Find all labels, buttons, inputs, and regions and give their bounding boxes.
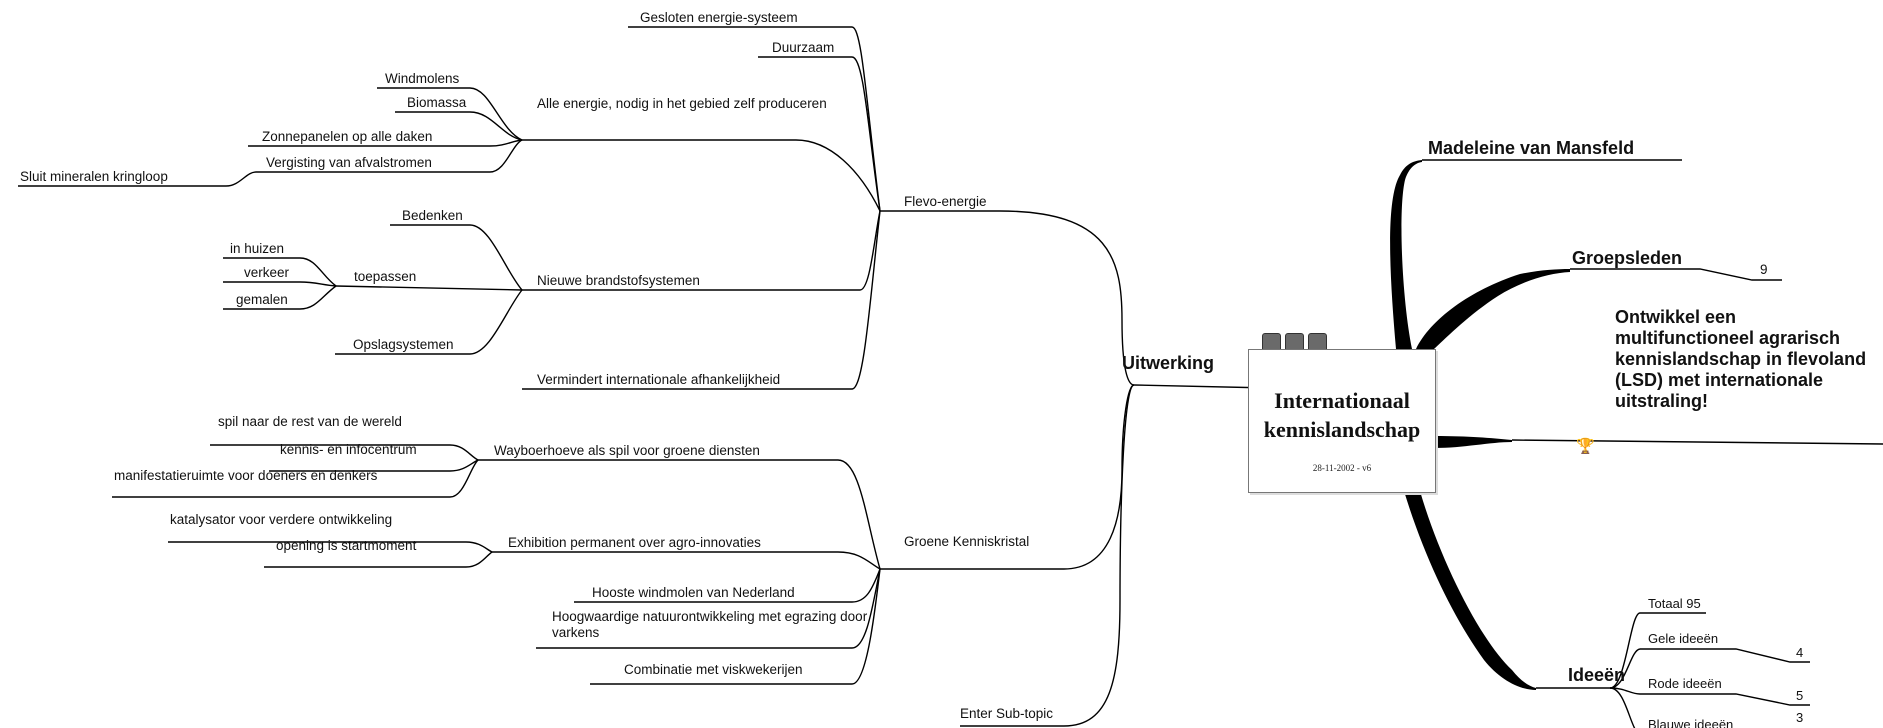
in-huizen-label[interactable]: in huizen [230,241,285,256]
trophy-icon: 🏆 [1576,439,1595,455]
author-label[interactable]: Madeleine van Mansfeld [1428,138,1635,158]
blauwe-ideeen-label[interactable]: Blauwe ideeën [1648,717,1734,728]
uitwerking-label[interactable]: Uitwerking [1122,353,1215,373]
alle-energie-label[interactable]: Alle energie, nodig in het gebied zelf p… [537,96,827,111]
manifestatieruimte-label[interactable]: manifestatieruimte voor doeners en denke… [114,468,378,483]
windmolens-label[interactable]: Windmolens [385,71,460,86]
vergisting-label[interactable]: Vergisting van afvalstromen [266,155,432,170]
central-topic-date: 28-11-2002 - v6 [1312,463,1372,473]
ideeen-label[interactable]: Ideeën [1568,665,1626,685]
hoogwaardige-label[interactable]: Hoogwaardige natuurontwikkeling met egra… [552,609,868,640]
central-topic-title: Internationaal kennislandschap [1263,388,1421,442]
gele-ideeen-count: 4 [1796,645,1804,660]
verkeer-label[interactable]: verkeer [244,265,290,280]
gesloten-energie-label[interactable]: Gesloten energie-systeem [640,10,798,25]
gemalen-label[interactable]: gemalen [236,292,288,307]
gele-ideeen-label[interactable]: Gele ideeën [1648,631,1719,646]
goal-label[interactable]: Ontwikkel een multifunctioneel agrarisch… [1615,307,1867,411]
rode-ideeen-label[interactable]: Rode ideeën [1648,676,1722,691]
bedenken-label[interactable]: Bedenken [402,208,463,223]
brandstofsystemen-label[interactable]: Nieuwe brandstofsystemen [537,273,700,288]
sluit-mineralen-label[interactable]: Sluit mineralen kringloop [20,169,168,184]
spil-label[interactable]: spil naar de rest van de wereld [218,414,402,429]
central-topic[interactable]: Internationaal kennislandschap 28-11-200… [1248,349,1436,493]
exhibition-label[interactable]: Exhibition permanent over agro-innovatie… [508,535,761,550]
vermindert-label[interactable]: Vermindert internationale afhankelijkhei… [537,372,781,387]
groene-kenniskristal-label[interactable]: Groene Kenniskristal [904,534,1030,549]
katalysator-label[interactable]: katalysator voor verdere ontwikkeling [170,512,393,527]
duurzaam-label[interactable]: Duurzaam [772,40,835,55]
blauwe-ideeen-count: 3 [1796,710,1804,725]
enter-subtopic-label[interactable]: Enter Sub-topic [960,706,1054,721]
ideeen-totaal[interactable]: Totaal 95 [1648,596,1701,611]
toepassen-label[interactable]: toepassen [354,269,417,284]
wayboerhoeve-label[interactable]: Wayboerhoeve als spil voor groene dienst… [494,443,760,458]
opslagsystemen-label[interactable]: Opslagsystemen [353,337,454,352]
groepsleden-label[interactable]: Groepsleden [1572,248,1683,268]
combinatie-label[interactable]: Combinatie met viskwekerijen [624,662,803,677]
hooste-windmolen-label[interactable]: Hooste windmolen van Nederland [592,585,795,600]
opening-label[interactable]: opening is startmoment [276,538,417,553]
zonnepanelen-label[interactable]: Zonnepanelen op alle daken [262,129,433,144]
biomassa-label[interactable]: Biomassa [407,95,467,110]
flevo-energie-label[interactable]: Flevo-energie [904,194,987,209]
kennis-infocentrum-label[interactable]: kennis- en infocentrum [280,442,417,457]
rode-ideeen-count: 5 [1796,688,1804,703]
groepsleden-count: 9 [1760,262,1768,277]
